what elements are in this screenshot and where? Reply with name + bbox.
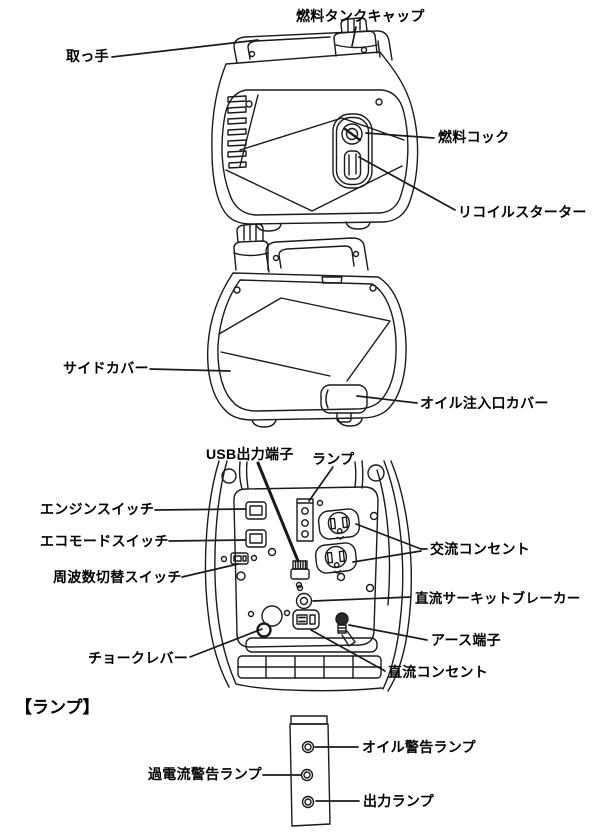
label-engine-switch: エンジンスイッチ — [40, 501, 155, 517]
fuel-tank-cap-leader — [351, 26, 357, 47]
frequency-switch-part — [220, 552, 258, 565]
label-overcurrent-warning-lamp: 過電流警告ランプ — [148, 766, 262, 782]
side-cover-leader — [149, 368, 231, 372]
fuel-cock-part — [341, 123, 363, 145]
label-handle: 取っ手 — [66, 48, 109, 64]
dc-outlet-leader — [310, 629, 386, 672]
fuel-tank-cap-part — [333, 17, 378, 57]
label-usb-output-terminal: USB出力端子 — [206, 446, 294, 462]
dc-outlet-part — [292, 609, 320, 630]
label-lamp: ランプ — [312, 451, 355, 467]
overcurrent-warning-lamp-part — [300, 768, 314, 782]
label-fuel-tank-cap: 燃料タンクキャップ — [296, 8, 425, 24]
engine-switch-leader — [154, 508, 247, 511]
control-panel-view — [204, 460, 412, 692]
dc-circuit-breaker-leader — [312, 596, 412, 602]
choke-lever-part — [247, 605, 291, 638]
side-handle-part — [265, 237, 369, 273]
label-ground-terminal: アース端子 — [431, 632, 501, 648]
recoil-starter-leader — [358, 156, 456, 211]
usb-output-leader — [256, 461, 300, 563]
label-ac-outlet: 交流コンセント — [430, 541, 531, 557]
label-recoil-starter: リコイルスターター — [458, 204, 587, 220]
oil-filler-cover-leader — [356, 395, 418, 404]
output-lamp-part — [301, 795, 315, 809]
fuel-cock-leader — [365, 132, 435, 139]
recess-part — [332, 113, 373, 189]
ac-outlet-leader — [352, 523, 428, 563]
label-oil-warning-lamp: オイル警告ランプ — [362, 739, 476, 755]
label-dc-circuit-breaker: 直流サーキットブレーカー — [415, 591, 581, 606]
eco-mode-switch-leader — [168, 539, 247, 542]
usb-output-part — [290, 560, 310, 580]
oil-filler-cover-part — [320, 384, 368, 423]
label-eco-mode-switch: エコモードスイッチ — [40, 533, 169, 549]
lamp-section-title: 【ランプ】 — [15, 698, 100, 717]
vent-slats — [227, 94, 259, 169]
ground-terminal-leader — [348, 624, 428, 641]
engine-switch-part — [245, 501, 267, 520]
generator-front-view — [211, 17, 419, 232]
choke-lever-leader — [189, 628, 263, 658]
oil-warning-lamp-part — [301, 740, 315, 754]
handle-leader — [111, 39, 259, 58]
lamp-panel-detail — [289, 715, 331, 827]
lamp-leader — [308, 466, 334, 502]
ac-outlet-lower-part — [314, 542, 358, 574]
label-fuel-cock: 燃料コック — [438, 129, 510, 145]
ac-outlet-upper-part — [317, 508, 361, 540]
eco-mode-switch-part — [245, 529, 267, 548]
label-side-cover: サイドカバー — [63, 360, 149, 376]
lamp-strip-part — [296, 498, 314, 542]
dc-circuit-breaker-part — [295, 581, 313, 610]
generator-side-view — [206, 223, 407, 428]
side-cover-part — [218, 297, 391, 382]
leader-lines — [111, 26, 456, 802]
label-choke-lever: チョークレバー — [88, 650, 189, 666]
label-frequency-switch: 周波数切替スイッチ — [53, 569, 182, 585]
ground-terminal-part — [335, 612, 356, 647]
label-dc-outlet: 直流コンセント — [388, 664, 489, 680]
label-oil-filler-cover: オイル注入口カバー — [420, 395, 549, 411]
bottom-vents — [237, 655, 382, 679]
side-fuel-cap-part — [233, 223, 269, 271]
label-output-lamp: 出力ランプ — [363, 793, 435, 809]
frequency-switch-leader — [181, 563, 239, 578]
recoil-starter-part — [343, 150, 362, 180]
